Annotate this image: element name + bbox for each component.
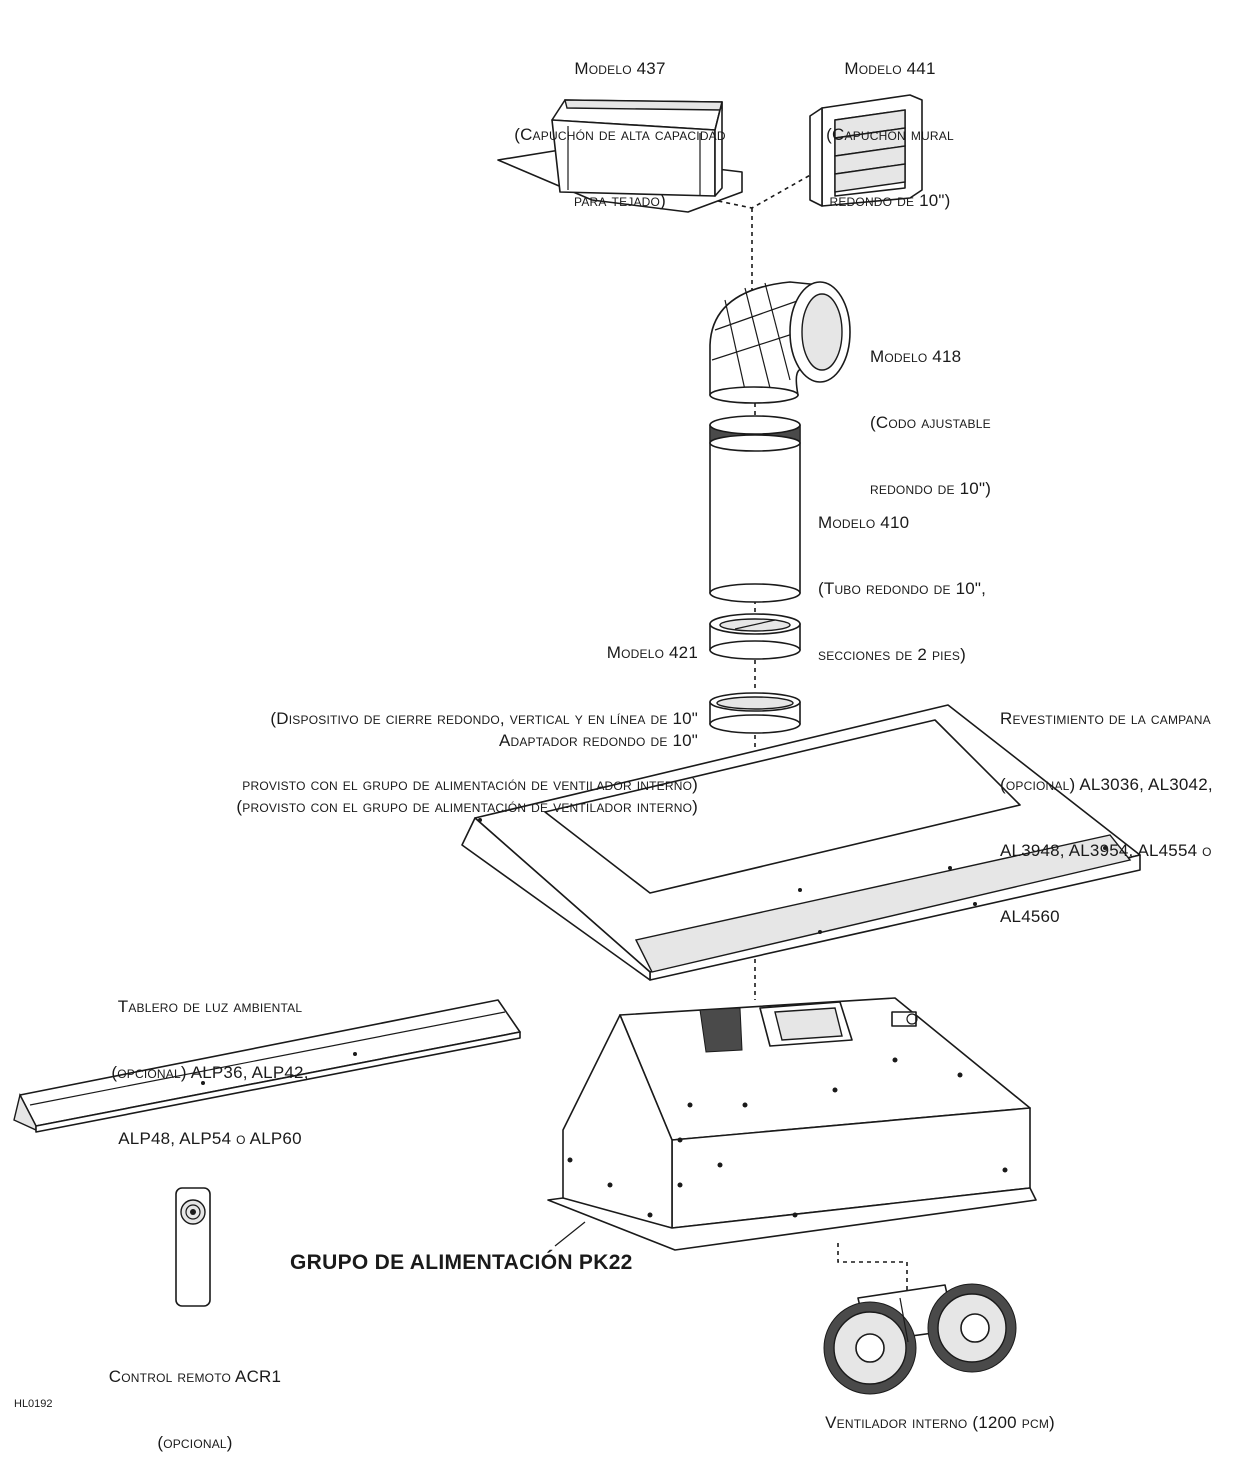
model-441-title: Modelo 441 <box>844 59 936 78</box>
adapter-desc: (provisto con el grupo de alimentación d… <box>236 797 698 816</box>
model-421-desc-2: provisto con el grupo de alimentación de… <box>242 775 698 794</box>
model-410-desc-1: (Tubo redondo de 10", <box>818 579 987 598</box>
model-421-desc-1: (Dispositivo de cierre redondo, vertical… <box>270 709 698 728</box>
liner-desc-1: (opcional) AL3036, AL3042, <box>1000 775 1213 794</box>
liner-desc-3: AL4560 <box>1000 907 1060 926</box>
model-418-desc-2: redondo de 10") <box>870 479 992 498</box>
model-421-title: Modelo 421 <box>606 643 698 662</box>
wall-cap-icon <box>809 94 923 207</box>
model-437-desc-1: (Capuchón de alta capacidad <box>514 125 726 144</box>
power-pack-label: GRUPO DE ALIMENTACIÓN PK22 <box>290 1251 633 1274</box>
model-441-label: Modelo 441 (Capuchón mural redondo de 10… <box>790 14 990 234</box>
light-panel-title: Tablero de luz ambiental <box>117 997 303 1016</box>
light-panel-desc-1: (opcional) ALP36, ALP42, <box>111 1063 309 1082</box>
blower-label: Ventilador interno (1200 pcm) <box>825 1413 1055 1432</box>
blower-icon <box>823 1283 1017 1395</box>
liner-label: Revestimiento de la campana (opcional) A… <box>1000 664 1213 950</box>
light-panel-icon <box>13 999 521 1133</box>
adapter-ring-icon <box>709 692 801 734</box>
model-421-label: Modelo 421 (Dispositivo de cierre redond… <box>100 598 698 818</box>
power-pack-leader <box>554 1221 586 1247</box>
model-437-label: Modelo 437 (Capuchón de alta capacidad p… <box>490 14 750 234</box>
adapter-title: Adaptador redondo de 10" <box>498 731 698 750</box>
adapter-label: Adaptador redondo de 10" (provisto con e… <box>100 686 698 840</box>
model-437-title: Modelo 437 <box>574 59 666 78</box>
model-441-desc-1: (Capuchón mural <box>826 125 954 144</box>
model-441-desc-2: redondo de 10") <box>829 191 951 210</box>
exploded-diagram <box>13 94 1141 1395</box>
power-pack-icon <box>547 997 1037 1251</box>
model-437-desc-2: para tejado) <box>574 191 666 210</box>
remote-desc: (opcional) <box>157 1433 233 1452</box>
model-418-label: Modelo 418 (Codo ajustable redondo de 10… <box>870 302 991 522</box>
model-418-title: Modelo 418 <box>870 347 962 366</box>
model-418-desc-1: (Codo ajustable <box>870 413 991 432</box>
figure-code: HL0192 <box>14 1398 53 1410</box>
liner-desc-2: AL3948, AL3954, AL4554 o <box>1000 841 1212 860</box>
model-410-title: Modelo 410 <box>818 513 910 532</box>
remote-control-icon <box>175 1187 211 1307</box>
round-duct-icon <box>709 415 801 603</box>
liner-title: Revestimiento de la campana <box>1000 709 1211 728</box>
remote-title: Control remoto ACR1 <box>108 1367 282 1386</box>
light-panel-desc-2: ALP48, ALP54 o ALP60 <box>118 1129 302 1148</box>
model-410-desc-2: secciones de 2 pies) <box>818 645 966 664</box>
hood-liner-icon <box>461 704 1141 981</box>
model-410-label: Modelo 410 (Tubo redondo de 10", seccion… <box>818 468 986 688</box>
damper-icon <box>709 613 801 660</box>
light-panel-label: Tablero de luz ambiental (opcional) ALP3… <box>60 952 360 1172</box>
elbow-icon <box>709 281 851 404</box>
roof-cap-icon <box>497 99 743 213</box>
remote-label: Control remoto ACR1 (opcional) <box>70 1322 320 1476</box>
